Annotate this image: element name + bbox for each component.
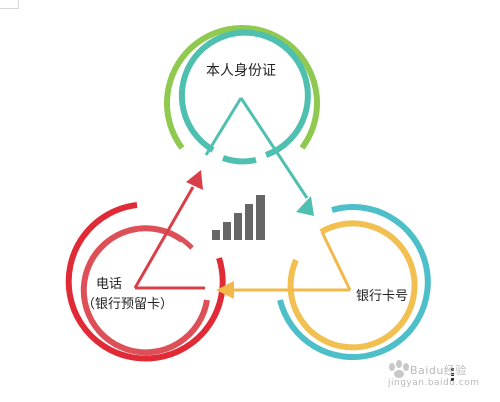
corner-frame: [0, 0, 19, 9]
phone-inner-ring: [80, 225, 210, 356]
baidu-paw-icon: [389, 360, 409, 378]
id-card-outer-ring: [164, 25, 320, 150]
arrow-bank-to-phone: [216, 231, 352, 299]
bank-card-label: 银行卡号: [356, 289, 409, 304]
phone-label-line1: 电话: [96, 277, 123, 292]
arrow-id-to-bank: [239, 97, 314, 216]
phone-inner-ring-gap: [165, 229, 194, 250]
corner-marker-icon: [451, 368, 454, 381]
node-phone: [65, 202, 226, 362]
watermark-brand: Baidu经验: [410, 364, 467, 377]
arrow-phone-to-id: [133, 170, 205, 290]
signal-bars-icon: [212, 195, 265, 240]
id-card-inner-ring: [178, 29, 311, 158]
bank-card-outer-ring: [277, 204, 431, 361]
arrow-line-id-to-phone: [204, 97, 243, 156]
arrow-head-bank-to-phone: [216, 281, 234, 299]
id-card-label: 本人身份证: [206, 63, 276, 79]
watermark-url: jingyan.baidu.com: [388, 378, 480, 388]
arrow-head-phone-to-id: [186, 170, 203, 190]
node-bank-card: [277, 204, 431, 361]
phone-outer-ring: [65, 202, 226, 362]
id-card-inner-ring-tail: [222, 155, 257, 165]
arrow-head-id-to-bank: [296, 196, 314, 216]
phone-label-line2: （银行预留卡）: [82, 297, 174, 312]
bank-card-inner-ring: [287, 220, 418, 351]
node-id-card: [164, 25, 320, 165]
